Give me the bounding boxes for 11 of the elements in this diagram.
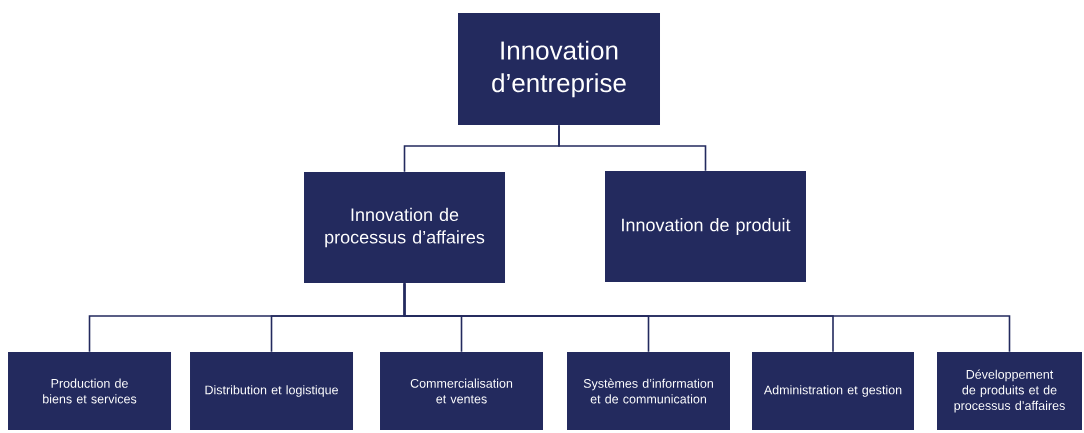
box: Innovation d’entreprise [458, 13, 660, 125]
box: Innovation de processus d’affaires [304, 172, 505, 283]
box: Administration et gestion [752, 352, 914, 430]
box: Distribution et logistique [190, 352, 353, 430]
box: Développement de produits et de processus d’affaires [937, 352, 1082, 430]
box: Production de biens et services [8, 352, 171, 430]
connector [403, 282, 1011, 353]
box: Commercialisation et ventes [380, 352, 543, 430]
box: Systèmes d’information et de communication [567, 352, 730, 430]
box: Innovation de produit [605, 171, 806, 282]
connector [558, 124, 707, 172]
